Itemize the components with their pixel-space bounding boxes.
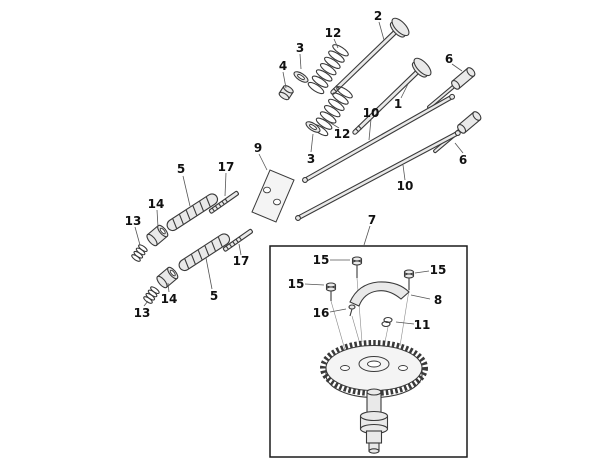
part-label-1-1: 1: [394, 97, 402, 111]
valve-keeper-4: [278, 85, 294, 101]
spring-retainer-3a: [293, 71, 309, 83]
part-label-13-17: 13: [134, 306, 151, 320]
part-label-14-18: 14: [148, 197, 165, 211]
cap-14a: [146, 224, 169, 247]
cap-14b: [156, 266, 179, 289]
part-label-14-19: 14: [161, 292, 178, 306]
leader-line-16-25: [329, 308, 347, 313]
leader-line-12-3: [328, 121, 340, 129]
leader-line-3-5: [310, 133, 314, 153]
part-label-17-13: 17: [233, 254, 250, 268]
part-label-3-4: 3: [296, 41, 304, 55]
spring-retainer-3b: [305, 121, 321, 133]
leader-line-6-7: [451, 63, 463, 72]
guide-plate-9: [251, 169, 295, 223]
push-rod-10a: [302, 93, 456, 183]
leader-line-10-10: [402, 164, 406, 181]
leader-line-11-26: [395, 321, 415, 325]
push-rod-10b: [295, 130, 461, 221]
part-label-11-26: 11: [414, 318, 431, 332]
screw-15a: [351, 256, 363, 278]
leader-line-17-12: [224, 172, 227, 197]
rocker-guide-5a: [166, 193, 219, 232]
part-label-15-21: 15: [313, 253, 330, 267]
part-label-4-6: 4: [279, 59, 287, 73]
part-label-10-10: 10: [397, 179, 414, 193]
valve-spring-12a: [307, 44, 349, 95]
lifter-6a: [427, 67, 476, 110]
part-label-7-20: 7: [368, 213, 376, 227]
part-label-2-0: 2: [374, 9, 382, 23]
part-label-5-14: 5: [177, 162, 185, 176]
leader-line-1-1: [400, 83, 409, 99]
stud-17b: [222, 228, 253, 252]
part-label-5-15: 5: [210, 289, 218, 303]
leader-line-13-16: [134, 226, 141, 246]
part-label-8-24: 8: [434, 293, 442, 307]
leader-line-14-19: [167, 282, 170, 293]
leader-line-15-22: [414, 270, 430, 274]
leader-line-2-0: [378, 21, 385, 41]
rocker-guide-5b: [178, 233, 231, 272]
leader-line-7-20: [363, 225, 371, 246]
leader-line-5-14: [182, 175, 191, 207]
part-label-15-22: 15: [430, 263, 447, 277]
small-spring-13b: [143, 286, 160, 304]
leader-line-13-17: [143, 300, 149, 307]
part-label-3-5: 3: [307, 152, 315, 166]
valve-2: [330, 17, 410, 95]
part-label-9-11: 9: [254, 141, 262, 155]
part-label-15-23: 15: [288, 277, 305, 291]
camshaft-gear: [320, 340, 428, 399]
pin-16: [348, 304, 356, 317]
part-label-16-25: 16: [313, 306, 330, 320]
camshaft-assembly: [320, 256, 428, 454]
stud-17a: [208, 190, 239, 214]
part-label-10-9: 10: [363, 106, 380, 120]
part-label-13-16: 13: [125, 214, 142, 228]
camshaft-shaft: [359, 388, 389, 454]
leader-line-15-23: [304, 283, 325, 286]
clip-11: [381, 316, 393, 328]
leader-line-6-8: [454, 142, 464, 154]
valve-spring-12b: [311, 86, 353, 137]
part-label-12-3: 12: [334, 127, 351, 141]
leader-line-3-4: [299, 53, 302, 70]
screw-15b: [403, 269, 415, 290]
leader-line-8-24: [410, 294, 431, 300]
part-label-17-12: 17: [218, 160, 235, 174]
part-label-6-8: 6: [459, 153, 467, 167]
screw-15c: [325, 282, 337, 301]
leader-line-17-13: [238, 243, 242, 256]
part-label-12-2: 12: [325, 26, 342, 40]
small-spring-13a: [131, 244, 148, 262]
leader-line-5-15: [205, 257, 213, 290]
part-label-6-7: 6: [445, 52, 453, 66]
leader-line-12-2: [333, 38, 339, 49]
valve-1: [352, 57, 432, 135]
leader-line-9-11: [258, 153, 268, 171]
bracket-8: [349, 281, 410, 307]
leader-line-14-18: [156, 209, 159, 228]
leader-line-10-9: [368, 118, 372, 141]
leader-line-4-6: [282, 71, 287, 89]
